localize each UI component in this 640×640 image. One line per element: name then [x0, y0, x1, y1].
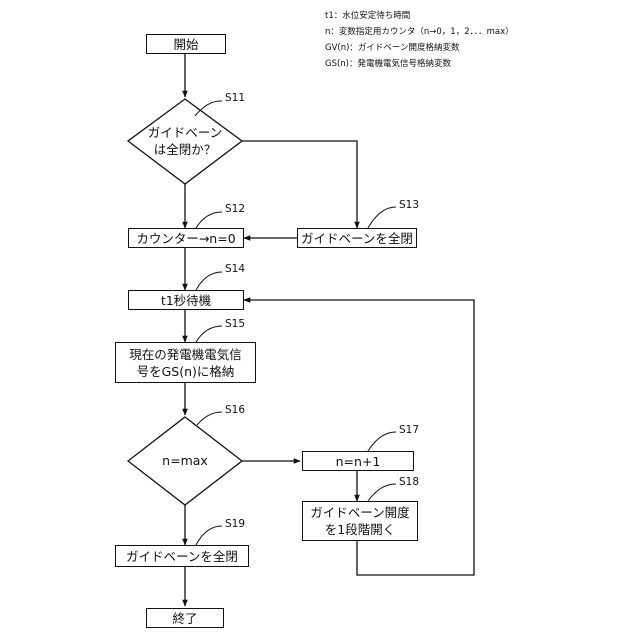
- step-label-s17: S17: [399, 424, 419, 436]
- process-s17-label: n=n+1: [336, 453, 381, 470]
- process-s14: t1秒待機: [128, 290, 244, 310]
- process-s13: ガイドベーンを全閉: [297, 228, 417, 248]
- edge-s11-s13: [242, 141, 357, 228]
- start-label: 開始: [173, 36, 198, 53]
- step-label-s11: S11: [225, 92, 245, 104]
- step-label-s13: S13: [399, 199, 419, 211]
- leader-s13: [368, 207, 396, 228]
- step-label-s15: S15: [225, 318, 245, 330]
- start-terminal: 開始: [146, 34, 226, 54]
- leader-s15: [196, 326, 222, 342]
- end-label: 終了: [172, 610, 197, 627]
- process-s15-line1: 現在の発電機電気信: [129, 346, 242, 363]
- end-terminal: 終了: [146, 608, 224, 628]
- process-s18: ガイドベーン開度 を1段階開く: [302, 501, 418, 541]
- process-s12-label: カウンター→n=0: [136, 230, 235, 247]
- step-label-s14: S14: [225, 263, 245, 275]
- leader-s17: [368, 432, 396, 451]
- process-s15-line2: 号をGS(n)に格納: [137, 363, 235, 380]
- process-s17: n=n+1: [302, 451, 414, 471]
- step-label-s19: S19: [225, 518, 245, 530]
- leader-s19: [196, 526, 222, 545]
- decision-s11-line1: ガイドベーン: [135, 124, 235, 141]
- leader-s14: [196, 272, 222, 290]
- process-s19: ガイドベーンを全閉: [115, 545, 249, 567]
- process-s18-line2: を1段階開く: [325, 521, 395, 538]
- step-label-s12: S12: [225, 203, 245, 215]
- process-s12: カウンター→n=0: [128, 228, 244, 248]
- decision-s16-text: n=max: [135, 452, 235, 469]
- decision-s11-text: ガイドベーン は全閉か？: [135, 124, 235, 158]
- process-s18-line1: ガイドベーン開度: [310, 504, 409, 521]
- process-s19-label: ガイドベーンを全閉: [126, 548, 238, 565]
- leader-s16: [197, 412, 222, 425]
- process-s15: 現在の発電機電気信 号をGS(n)に格納: [115, 342, 256, 383]
- decision-s11-line2: は全閉か？: [135, 141, 235, 158]
- step-label-s16: S16: [225, 404, 245, 416]
- leader-s18: [368, 484, 396, 501]
- step-label-s18: S18: [399, 476, 419, 488]
- decision-s16-label: n=max: [135, 452, 235, 469]
- process-s14-label: t1秒待機: [161, 292, 211, 309]
- process-s13-label: ガイドベーンを全閉: [301, 230, 413, 247]
- leader-s12: [196, 212, 222, 228]
